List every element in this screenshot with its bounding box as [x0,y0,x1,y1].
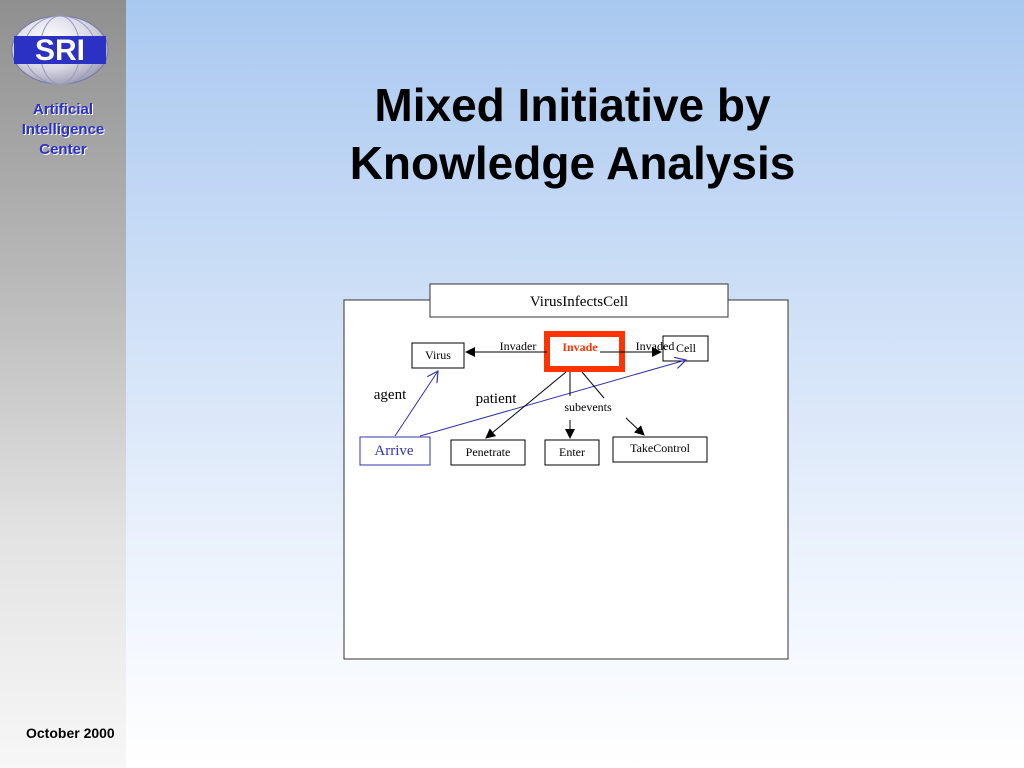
slide-title: Mixed Initiative by Knowledge Analysis [300,76,845,192]
node-virus-label: Virus [425,348,451,362]
frame-title-box [429,283,729,318]
edge-subevent-takecontrol [625,417,645,436]
edge-patient-label: patient [476,391,518,407]
edge-patient [419,360,686,437]
node-takecontrol [612,436,708,463]
node-virus [411,342,465,369]
node-penetrate-label: Penetrate [466,445,511,459]
edge-agent [394,371,438,437]
edge-subevent-penetrate [485,371,567,439]
logo-text: SRI [35,34,85,67]
node-arrive [359,436,431,466]
node-invade-label: Invade [562,340,598,354]
org-line-2: Intelligence [21,121,105,138]
title-line-1: Mixed Initiative by [374,79,771,131]
slide-date: October 2000 [26,725,115,741]
org-line-1: Artificial [32,101,93,118]
node-cell-label: Cell [676,341,697,355]
org-line-3: Center [39,141,87,158]
sidebar: SRI Artificial Intelligence Center Octob… [0,0,126,768]
sri-logo: SRI [11,15,109,85]
edge-invader-label: Invader [500,339,537,353]
node-arrive-label: Arrive [374,443,413,459]
title-line-2: Knowledge Analysis [349,137,796,189]
node-enter [544,439,600,466]
node-enter-label: Enter [559,445,585,459]
node-penetrate [450,439,526,466]
edge-invaded-label: Invaded [636,339,675,353]
edge-subevents-label: subevents [564,400,612,414]
edge-agent-label: agent [374,387,407,403]
org-label: Artificial Intelligence Center [0,100,126,160]
frame-title: VirusInfectsCell [530,294,628,310]
node-takecontrol-label: TakeControl [630,441,690,455]
edge-subevent-branch [581,371,605,399]
